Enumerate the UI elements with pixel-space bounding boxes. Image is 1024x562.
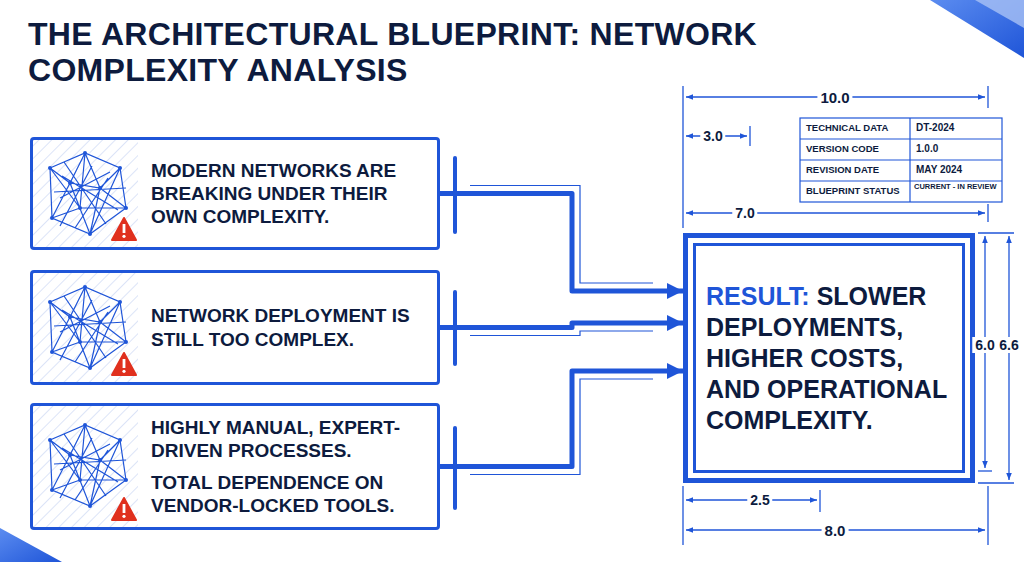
- table-cell: BLUEPRINT STATUS: [806, 186, 908, 196]
- dimension-value: 10.0: [817, 89, 852, 106]
- flow-arrow: [440, 194, 683, 292]
- dimension-lines: [683, 86, 1014, 545]
- corner-decoration: [975, 0, 1024, 28]
- hatch-panels: [33, 140, 138, 527]
- warning-icon: [112, 218, 136, 520]
- dimension-value: 7.0: [732, 205, 757, 221]
- dimension-value: 2.5: [747, 492, 772, 508]
- network-mesh-icon: [48, 151, 128, 508]
- flow-guide-line: [470, 186, 653, 284]
- corner-decoration: [0, 528, 62, 562]
- table-cell: DT-2024: [916, 123, 998, 133]
- issue-box: MODERN NETWORKS ARE BREAKING UNDER THEIR…: [30, 137, 440, 250]
- corner-decoration: [930, 0, 1024, 58]
- text-area: HIGHLY MANUAL, EXPERT-DRIVEN PROCESSES. T…: [151, 412, 429, 521]
- table-cell: REVISION DATE: [806, 165, 908, 175]
- issue-text: MODERN NETWORKS ARE BREAKING UNDER THEIR…: [151, 159, 429, 229]
- result-heading: RESULT:: [706, 282, 810, 310]
- dimension-value: 8.0: [822, 522, 849, 539]
- issue-box: NETWORK DEPLOYMENT IS STILL TOO COMPLEX.: [30, 270, 440, 385]
- table-cell: VERSION CODE: [806, 144, 908, 154]
- table-cell: 1.0.0: [916, 144, 998, 154]
- dimension-value: 3.0: [700, 128, 725, 144]
- dimension-value: 6.6: [996, 337, 1021, 353]
- diagram-title: THE ARCHITECTURAL BLUEPRINT: NETWORK COM…: [28, 16, 758, 89]
- flow-guide-line: [470, 331, 653, 336]
- flow-arrow: [440, 371, 683, 467]
- flow-guide-line: [470, 379, 653, 475]
- table-cell: TECHNICAL DATA: [806, 123, 908, 133]
- table-cell: MAY 2024: [916, 165, 998, 175]
- table-cell: CURRENT - IN REVIEW: [914, 183, 1000, 191]
- text-area: NETWORK DEPLOYMENT IS STILL TOO COMPLEX.: [151, 279, 429, 376]
- issue-text: HIGHLY MANUAL, EXPERT-DRIVEN PROCESSES.: [151, 416, 429, 462]
- issue-box: HIGHLY MANUAL, EXPERT-DRIVEN PROCESSES. T…: [30, 403, 440, 530]
- text-area: RESULT: SLOWER DEPLOYMENTS, HIGHER COSTS…: [706, 252, 956, 464]
- data-table: [800, 118, 1002, 202]
- result-text: RESULT: SLOWER DEPLOYMENTS, HIGHER COSTS…: [706, 281, 956, 436]
- text-area: MODERN NETWORKS ARE BREAKING UNDER THEIR…: [151, 146, 429, 241]
- result-box: RESULT: SLOWER DEPLOYMENTS, HIGHER COSTS…: [683, 233, 975, 483]
- issue-text: TOTAL DEPENDENCE ON VENDOR-LOCKED TOOLS.: [151, 471, 429, 517]
- flow-arrow: [440, 323, 683, 328]
- issue-text: NETWORK DEPLOYMENT IS STILL TOO COMPLEX.: [151, 304, 429, 350]
- connector-rail: [453, 158, 457, 508]
- dimension-value: 6.0: [972, 337, 997, 353]
